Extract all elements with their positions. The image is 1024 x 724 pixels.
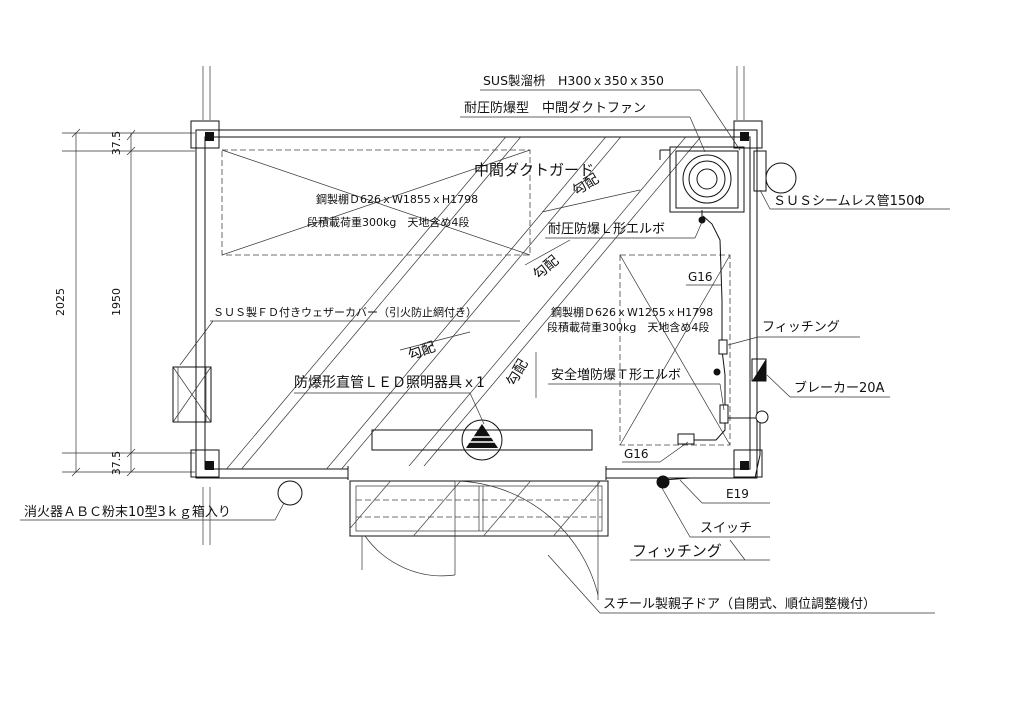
l-elbow-label: 耐圧防爆Ｌ形エルボ [548,221,665,237]
seamless-pipe-label: ＳＵＳシームレス管150Φ [773,194,925,209]
slope-hatching [226,137,702,469]
dim-inner-height: 1950 [110,288,123,316]
dim-bottom-margin: 37.5 [110,451,123,476]
extinguisher-label: 消火器ＡＢＣ粉末10型3ｋｇ箱入り [24,504,231,520]
slope-label-3: 勾配 [399,331,471,364]
shelf-top-spec: 鋼製棚Ｄ626ｘW1855ｘH1798 [316,192,478,206]
dim-total-height: 2025 [54,288,67,316]
shelf-top-load: 段積載荷重300kg 天地含め4段 [307,215,469,229]
slope-label-4: 勾配 [504,352,537,398]
breaker-label: ブレーカー20A [794,380,885,396]
weather-cover [172,366,212,423]
entrance-ramp [349,480,609,537]
switch-label: スイッチ [700,521,752,536]
extension-lines [202,66,745,545]
g16-upper-label: G16 [688,270,713,284]
corner-posts [190,120,763,478]
electrical-wiring [656,210,769,489]
dimension-lines [62,128,195,477]
duct-fan [659,146,745,213]
door-swing [361,480,599,600]
weather-cover-label: ＳＵＳ製ＦＤ付きウェザーカバー（引火防止網付き） [213,305,477,319]
door-label: スチール製親子ドア（自閉式、順位調整機付） [603,597,876,612]
led-light [371,419,593,461]
duct-guard-label: 中間ダクトガード [474,161,594,179]
shelf-top: 鋼製棚Ｄ626ｘW1855ｘH1798 段積載荷重300kg 天地含め4段 [221,149,531,256]
sus-pipe-symbol [753,150,797,194]
duct-fan-label: 耐圧防爆型 中間ダクトファン [464,100,646,116]
callout-leaders [20,89,950,614]
svg-text:勾配: 勾配 [504,357,532,389]
dim-top-margin: 37.5 [110,131,123,156]
fitting-1-label: フィッチング [762,320,840,335]
svg-text:勾配: 勾配 [530,253,562,283]
t-elbow-label: 安全増防爆Ｔ形エルボ [551,367,681,383]
door-opening [347,466,607,480]
fitting-2-label: フィッチング [632,542,722,560]
room-walls [195,129,758,479]
breaker [751,358,767,382]
g16-lower-label: G16 [624,447,649,461]
shelf-right: 鋼製棚Ｄ626ｘW1255ｘH1798 段積載荷重300kg 天地含め4段 [547,254,731,446]
sus-box-label: SUS製溜枡 H300ｘ350ｘ350 [483,73,664,88]
shelf-right-load: 段積載荷重300kg 天地含め4段 [547,320,709,334]
e19-label: E19 [726,487,749,501]
led-light-label: 防爆形直管ＬＥＤ照明器具ｘ1 [294,374,485,391]
shelf-right-spec: 鋼製棚Ｄ626ｘW1255ｘH1798 [551,305,713,319]
slope-label-2: 勾配 [524,239,571,283]
extinguisher-symbol [277,480,303,506]
